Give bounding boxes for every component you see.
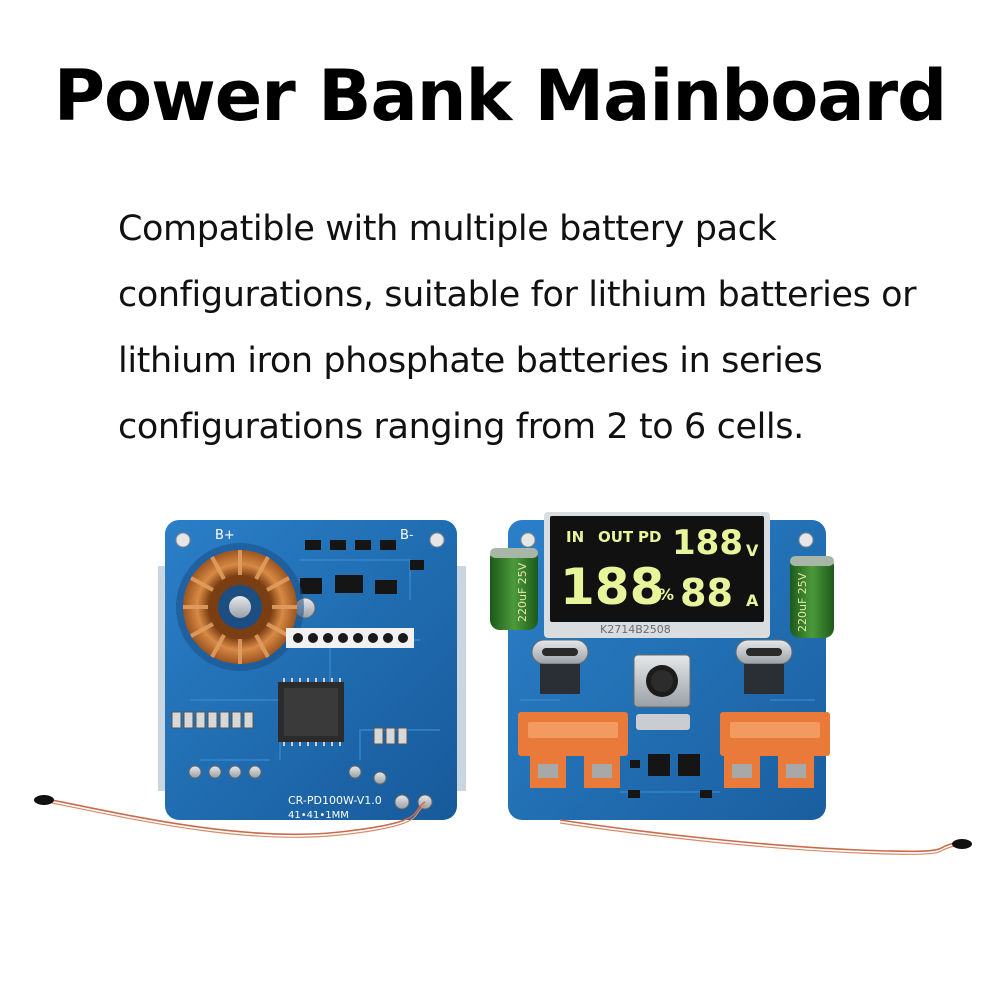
capacitor-label: 220uF 25V: [796, 572, 809, 632]
smd-components: [628, 754, 712, 798]
smd-components: [300, 540, 424, 594]
thermistor-probe: [952, 839, 972, 849]
button-bracket: [636, 714, 690, 730]
mounting-hole: [520, 532, 536, 548]
mounting-hole: [798, 532, 814, 548]
lcd-volts-unit: V: [746, 541, 759, 560]
lcd-amps-digits: 88: [680, 571, 733, 615]
board-size-label: 41•41•1MM: [288, 810, 349, 821]
board-model-label: CR-PD100W-V1.0: [288, 794, 382, 807]
capacitor-left: 220uF 25V: [490, 548, 538, 630]
lcd-percent-digits: 188: [560, 558, 664, 616]
lcd-display: IN OUT PD 188 V 188 % 88 A K2714B2508: [544, 512, 770, 638]
resistor-array: [171, 711, 408, 745]
page-title: Power Bank Mainboard: [53, 55, 948, 137]
lcd-percent-unit: %: [658, 585, 674, 604]
thermistor-wire: [34, 795, 426, 838]
usb-c-port-left: [531, 639, 589, 694]
description-line: Compatible with multiple battery pack: [118, 209, 777, 249]
main-ic-chip: [278, 678, 344, 746]
capacitor-right: 220uF 25V: [790, 556, 834, 638]
left-board: B+ B-: [158, 520, 466, 821]
lcd-part-number: K2714B2508: [600, 623, 671, 636]
tactile-button: [633, 654, 691, 708]
description-line: configurations, suitable for lithium bat…: [118, 275, 917, 315]
lcd-label-pd: PD: [638, 528, 661, 546]
description-line: lithium iron phosphate batteries in seri…: [118, 341, 823, 381]
pin-strip: [286, 628, 414, 648]
lcd-amps-unit: A: [746, 591, 759, 610]
mounting-hole: [175, 532, 191, 548]
lcd-label-out: OUT: [598, 528, 634, 546]
label-b-plus: B+: [215, 528, 235, 543]
lcd-label-in: IN: [566, 528, 584, 546]
capacitor-label: 220uF 25V: [516, 562, 529, 622]
usb-c-port-right: [735, 639, 793, 694]
thermistor-wire: [559, 819, 972, 855]
label-b-minus: B-: [400, 528, 414, 543]
description: Compatible with multiple battery pack co…: [118, 196, 998, 460]
thermistor-probe: [34, 795, 54, 805]
toroidal-inductor: [176, 543, 304, 671]
usb-a-port-right: [720, 712, 830, 788]
description-line: configurations ranging from 2 to 6 cells…: [118, 407, 804, 447]
usb-a-port-left: [518, 712, 628, 788]
mounting-hole: [429, 532, 445, 548]
right-board: 220uF 25V 220uF 25V IN OUT PD 188 V 188 …: [490, 512, 834, 820]
product-photo: B+ B-: [34, 512, 972, 855]
lcd-volts-digits: 188: [672, 523, 743, 563]
